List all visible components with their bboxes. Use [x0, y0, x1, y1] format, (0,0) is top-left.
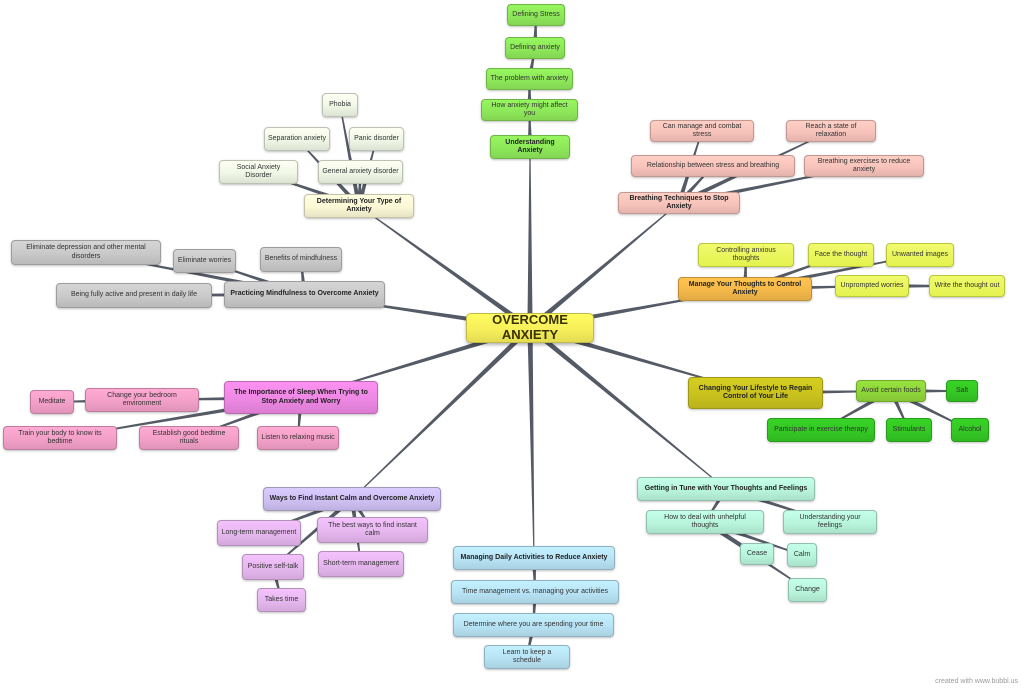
- node-bedtime-rituals[interactable]: Establish good bedtime rituals: [139, 426, 239, 450]
- node-cease[interactable]: Cease: [740, 543, 774, 565]
- branch-determining-type[interactable]: Determining Your Type of Anxiety: [304, 194, 414, 218]
- node-manage-combat-stress[interactable]: Can manage and combat stress: [650, 120, 754, 142]
- branch-importance-of-sleep[interactable]: The Importance of Sleep When Trying to S…: [224, 381, 378, 414]
- node-social-anxiety-disorder[interactable]: Social Anxiety Disorder: [219, 160, 298, 184]
- footer-credit: created with www.bubbl.us: [935, 678, 1018, 685]
- connector-branch-managing-daily-activities: [527, 327, 535, 559]
- node-the-problem-with-anxiety[interactable]: The problem with anxiety: [486, 68, 573, 90]
- node-best-ways-instant-calm[interactable]: The best ways to find instant calm: [317, 517, 428, 543]
- node-unwanted-images[interactable]: Unwanted images: [886, 243, 954, 267]
- root-node[interactable]: OVERCOME ANXIETY: [466, 312, 594, 343]
- branch-changing-lifestyle[interactable]: Changing Your Lifestyle to Regain Contro…: [688, 377, 823, 409]
- branch-instant-calm[interactable]: Ways to Find Instant Calm and Overcome A…: [263, 487, 441, 511]
- node-keep-a-schedule[interactable]: Learn to keep a schedule: [484, 645, 570, 669]
- node-time-management[interactable]: Time management vs. managing your activi…: [451, 580, 619, 604]
- node-change-bedroom-environment[interactable]: Change your bedroom environment: [85, 388, 199, 412]
- node-positive-self-talk[interactable]: Positive self-talk: [242, 554, 304, 580]
- node-panic-disorder[interactable]: Panic disorder: [349, 127, 404, 151]
- node-understanding-feelings[interactable]: Understanding your feelings: [783, 510, 877, 534]
- node-long-term-management[interactable]: Long-term management: [217, 520, 301, 546]
- node-meditate[interactable]: Meditate: [30, 390, 74, 414]
- node-fully-active-present[interactable]: Being fully active and present in daily …: [56, 283, 212, 308]
- connector-branch-instant-calm: [351, 326, 532, 500]
- connector-branch-determining-type: [358, 205, 532, 331]
- branch-understanding-anxiety[interactable]: Understanding Anxiety: [490, 135, 570, 159]
- node-salt[interactable]: Salt: [946, 380, 978, 402]
- branch-breathing-techniques[interactable]: Breathing Techniques to Stop Anxiety: [618, 192, 740, 214]
- node-controlling-anxious-thoughts[interactable]: Controlling anxious thoughts: [698, 243, 794, 267]
- node-short-term-management[interactable]: Short-term management: [318, 551, 404, 577]
- branch-manage-thoughts[interactable]: Manage Your Thoughts to Control Anxiety: [678, 277, 812, 301]
- node-write-the-thought-out[interactable]: Write the thought out: [929, 275, 1005, 297]
- node-stimulants[interactable]: Stimulants: [886, 418, 932, 442]
- node-phobia[interactable]: Phobia: [322, 93, 358, 117]
- node-how-anxiety-might-affect-you[interactable]: How anxiety might affect you: [481, 99, 578, 121]
- node-relationship-stress-breathing[interactable]: Relationship between stress and breathin…: [631, 155, 795, 177]
- node-takes-time[interactable]: Takes time: [257, 588, 306, 612]
- node-change[interactable]: Change: [788, 578, 827, 602]
- node-general-anxiety-disorder[interactable]: General anxiety disorder: [318, 160, 403, 184]
- connector-node-phobia: [339, 104, 362, 207]
- branch-practicing-mindfulness[interactable]: Practicing Mindfulness to Overcome Anxie…: [224, 281, 385, 308]
- node-face-the-thought[interactable]: Face the thought: [808, 243, 874, 267]
- node-benefits-of-mindfulness[interactable]: Benefits of mindfulness: [260, 247, 342, 272]
- node-defining-stress[interactable]: Defining Stress: [507, 4, 565, 26]
- node-unprompted-worries[interactable]: Unprompted worries: [835, 275, 909, 297]
- node-state-of-relaxation[interactable]: Reach a state of relaxation: [786, 120, 876, 142]
- connector-branch-breathing-techniques: [528, 202, 680, 330]
- connector-branch-understanding-anxiety: [527, 147, 533, 328]
- connector-branch-importance-of-sleep: [300, 325, 531, 398]
- node-eliminate-depression[interactable]: Eliminate depression and other mental di…: [11, 240, 161, 265]
- node-where-spending-time[interactable]: Determine where you are spending your ti…: [453, 613, 614, 637]
- branch-managing-daily-activities[interactable]: Managing Daily Activities to Reduce Anxi…: [453, 546, 615, 570]
- connector-branch-getting-in-tune: [528, 325, 727, 490]
- node-train-your-body[interactable]: Train your body to know its bedtime: [3, 426, 117, 450]
- node-deal-with-unhelpful-thoughts[interactable]: How to deal with unhelpful thoughts: [646, 510, 764, 534]
- node-exercise-therapy[interactable]: Participate in exercise therapy: [767, 418, 875, 442]
- node-avoid-certain-foods[interactable]: Avoid certain foods: [856, 380, 926, 402]
- connector-node-positive-self-talk: [272, 497, 354, 568]
- node-calm[interactable]: Calm: [787, 543, 817, 567]
- node-defining-anxiety[interactable]: Defining anxiety: [505, 37, 565, 59]
- node-alcohol[interactable]: Alcohol: [951, 418, 989, 442]
- node-eliminate-worries[interactable]: Eliminate worries: [173, 249, 236, 273]
- node-separation-anxiety[interactable]: Separation anxiety: [264, 127, 330, 151]
- branch-getting-in-tune[interactable]: Getting in Tune with Your Thoughts and F…: [637, 477, 815, 501]
- node-breathing-exercises[interactable]: Breathing exercises to reduce anxiety: [804, 155, 924, 177]
- node-relaxing-music[interactable]: Listen to relaxing music: [257, 426, 339, 450]
